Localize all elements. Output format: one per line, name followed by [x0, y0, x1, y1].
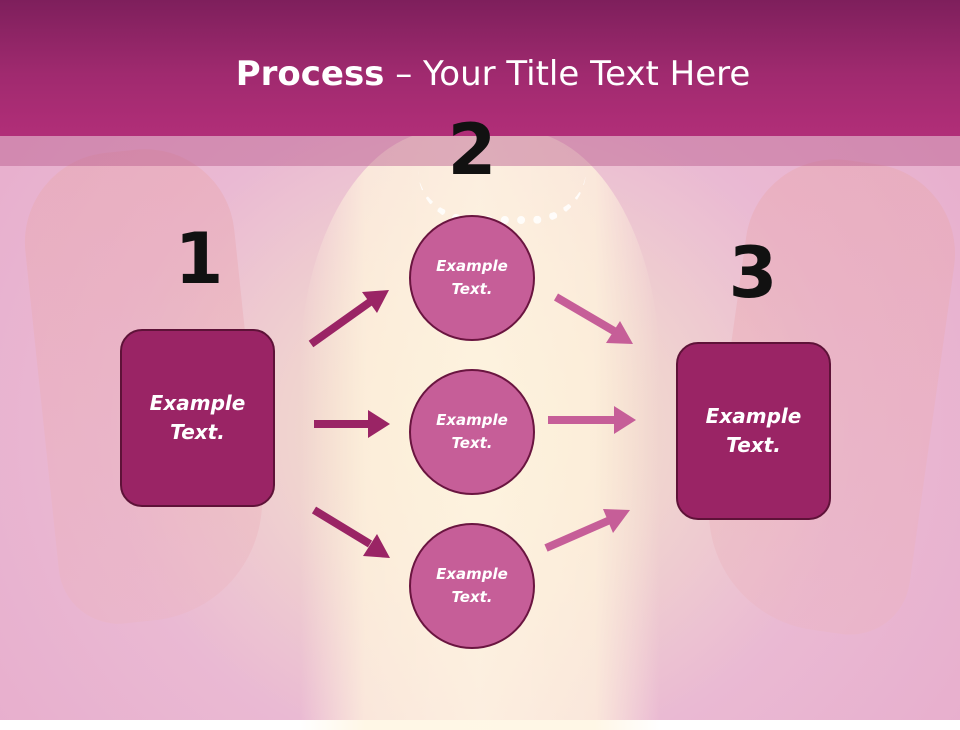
- arrowhead-1-to-middle: [368, 410, 390, 438]
- title-rest: – Your Title Text Here: [384, 54, 751, 94]
- step-2-circle-middle: Example Text.: [409, 369, 535, 495]
- arrowhead-middle-to-3: [614, 406, 636, 434]
- title-band: [0, 136, 960, 166]
- circle-top-text: Example Text.: [436, 257, 508, 298]
- arrow-bottom-to-3: [544, 516, 612, 552]
- arrowhead-bottom-to-3: [603, 509, 630, 533]
- circle-bottom-text: Example Text.: [436, 565, 508, 606]
- step-1-box: Example Text.: [120, 329, 275, 507]
- step-number-2: 2: [447, 109, 497, 191]
- arrow-top-to-3: [553, 293, 617, 335]
- arrow-1-to-bottom: [311, 506, 373, 548]
- step-3-box-text: Example Text.: [705, 404, 802, 457]
- arrowhead-top-to-3: [606, 321, 633, 344]
- step-2-circle-top: Example Text.: [409, 215, 535, 341]
- title-bar: [0, 0, 960, 136]
- step-number-3: 3: [728, 232, 778, 314]
- arrow-1-to-top: [308, 298, 373, 348]
- step-1-box-text: Example Text.: [149, 391, 246, 444]
- arrowhead-1-to-top: [362, 290, 389, 313]
- background-pearls: [418, 170, 586, 224]
- step-2-circle-bottom: Example Text.: [409, 523, 535, 649]
- title-bold: Process: [235, 54, 385, 94]
- slide-title: Process – Your Title Text Here: [0, 54, 960, 94]
- step-number-1: 1: [174, 218, 224, 300]
- circle-middle-text: Example Text.: [436, 411, 508, 452]
- arrowhead-1-to-bottom: [363, 534, 390, 558]
- step-3-box: Example Text.: [676, 342, 831, 520]
